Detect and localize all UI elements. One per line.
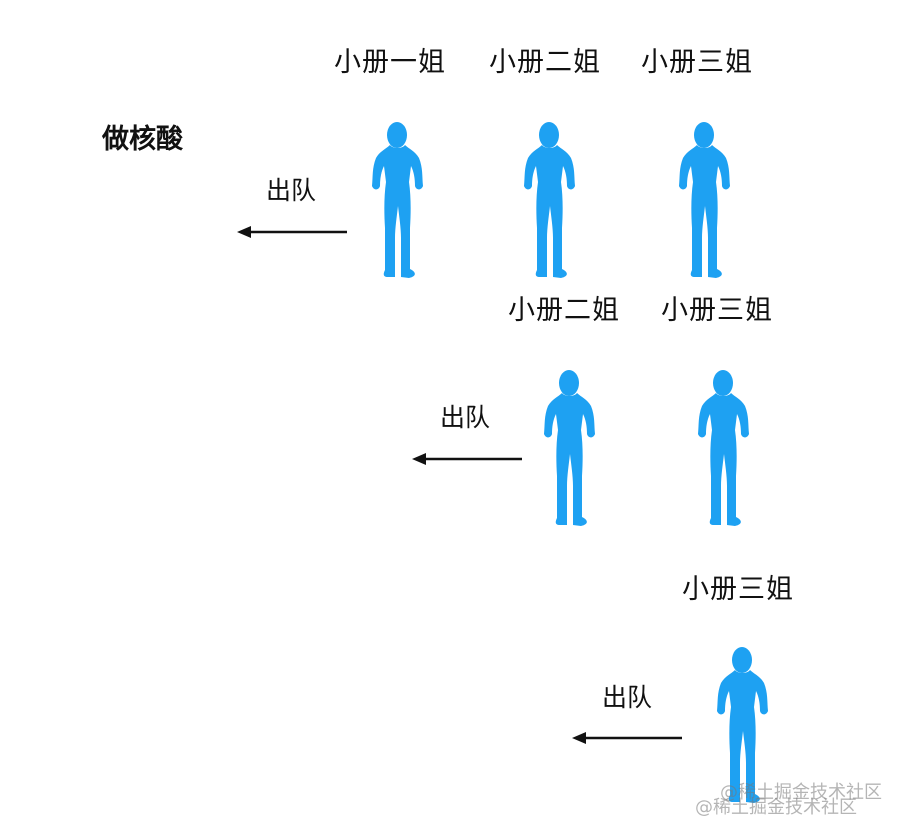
watermark-line-1: @稀土掘金技术社区 <box>720 782 882 803</box>
left-arrow-icon <box>571 731 683 745</box>
exit-label: 出队 <box>266 176 317 205</box>
standing-woman-silhouette-icon <box>709 645 773 805</box>
person-label-sister3: 小册三姐 <box>661 295 773 326</box>
left-arrow-icon <box>236 225 348 239</box>
watermark-line-2: @稀土掘金技术社区 <box>695 797 857 818</box>
standing-woman-silhouette-icon <box>671 120 735 280</box>
person-label-sister2: 小册二姐 <box>489 47 601 78</box>
standing-woman-silhouette-icon <box>516 120 580 280</box>
person-label-sister3: 小册三姐 <box>682 574 794 605</box>
left-arrow-icon <box>411 452 523 466</box>
page-title: 做核酸 <box>102 124 183 155</box>
exit-label: 出队 <box>440 403 491 432</box>
person-label-sister1: 小册一姐 <box>334 47 446 78</box>
exit-label: 出队 <box>602 683 653 712</box>
person-label-sister2: 小册二姐 <box>508 295 620 326</box>
standing-woman-silhouette-icon <box>536 368 600 528</box>
person-label-sister3: 小册三姐 <box>641 47 753 78</box>
standing-woman-silhouette-icon <box>364 120 428 280</box>
standing-woman-silhouette-icon <box>690 368 754 528</box>
